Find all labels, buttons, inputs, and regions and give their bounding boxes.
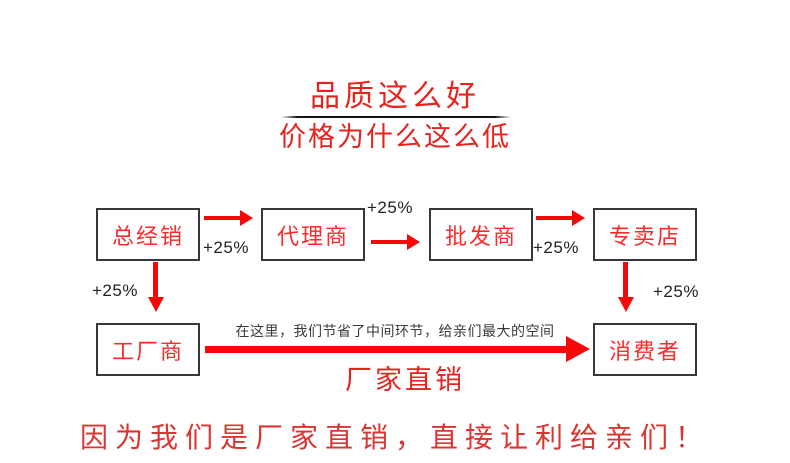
- right-arrow-icon: [204, 210, 253, 226]
- agent-label: 代理商: [276, 223, 349, 249]
- down-arrow-icon: [147, 262, 164, 312]
- wholesaler-label: 批发商: [444, 223, 517, 249]
- title-divider: [281, 116, 511, 118]
- markup-percent-label: +25%: [533, 238, 579, 257]
- page-subtitle: 价格为什么这么低: [279, 122, 511, 152]
- markup-percent-label: +25%: [203, 238, 249, 257]
- factory-box: 工厂商: [96, 323, 200, 376]
- specialty-store-box: 专卖店: [593, 208, 697, 261]
- page-title: 品质这么好: [310, 80, 480, 113]
- markup-percent-label: +25%: [653, 282, 699, 301]
- right-arrow-icon: [536, 210, 585, 226]
- markup-percent-label: +25%: [367, 198, 413, 217]
- specialty-store-label: 专卖店: [608, 223, 681, 249]
- footer-slogan: 因为我们是厂家直销，直接让利给亲们！: [79, 423, 710, 454]
- direct-sale-arrow-icon: [205, 336, 590, 362]
- wholesaler-box: 批发商: [429, 208, 533, 261]
- direct-sale-label: 厂家直销: [345, 365, 465, 395]
- down-arrow-icon: [617, 262, 634, 312]
- consumer-box: 消费者: [593, 323, 697, 376]
- general-distributor-box: 总经销: [96, 208, 200, 261]
- consumer-label: 消费者: [608, 338, 681, 364]
- savings-note: 在这里，我们节省了中间环节，给亲们最大的空间: [235, 323, 555, 339]
- general-distributor-label: 总经销: [111, 223, 184, 249]
- markup-percent-label: +25%: [92, 281, 138, 300]
- agent-box: 代理商: [261, 208, 365, 261]
- factory-label: 工厂商: [111, 338, 184, 364]
- right-arrow-icon: [371, 234, 420, 250]
